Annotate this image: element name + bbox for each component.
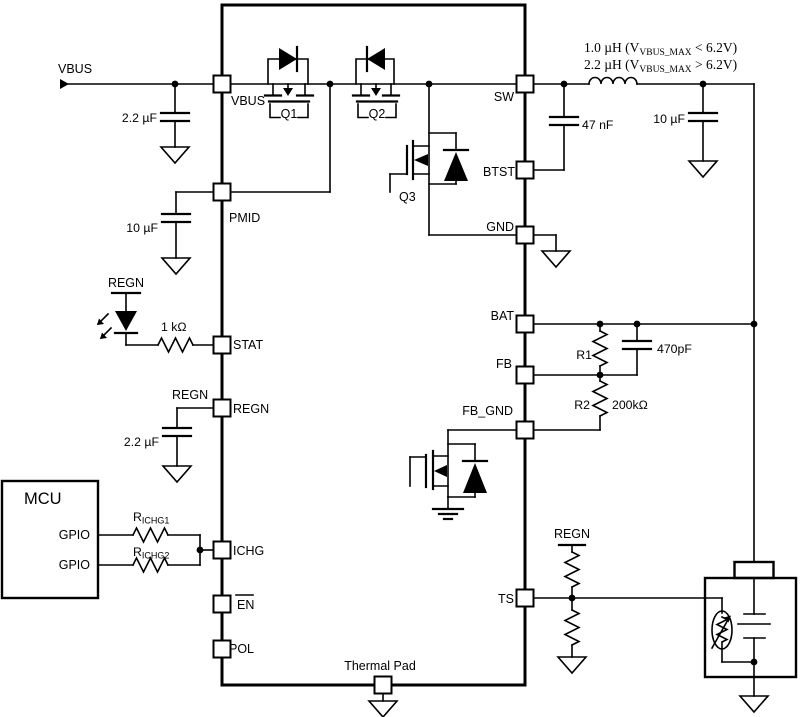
pin-pol-label: POL bbox=[229, 642, 254, 656]
led-resistor bbox=[157, 337, 194, 353]
inductor bbox=[588, 76, 638, 85]
battery-terminal-tab bbox=[733, 560, 775, 580]
junction-dot bbox=[750, 320, 758, 328]
vbus-net-label: VBUS bbox=[58, 62, 92, 76]
mcu-block: MCU GPIO GPIO RICHG1 RICHG2 bbox=[0, 479, 215, 600]
junction-dot bbox=[326, 80, 334, 88]
feedback-resistor-r1 bbox=[592, 330, 608, 367]
richg1-label: RICHG1 bbox=[133, 510, 169, 526]
richg2-label: RICHG2 bbox=[133, 545, 169, 561]
inductor-note-line2: 2.2 µH (VVBUS_MAX > 6.2V) bbox=[584, 57, 737, 75]
pin-labels: VBUS PMID STAT REGN ICHG EN POL SW BTST … bbox=[229, 90, 515, 656]
ts-network: REGN bbox=[532, 527, 723, 674]
pin-vbus-label: VBUS bbox=[231, 94, 265, 108]
pmid-cap-value: 10 µF bbox=[126, 221, 158, 235]
pin-sw-label: SW bbox=[494, 90, 514, 104]
pin-gnd bbox=[515, 225, 535, 245]
pin-pmid-label: PMID bbox=[229, 211, 260, 225]
regn-cap-value: 2.2 µF bbox=[124, 435, 160, 449]
input-cap-value: 2.2 µF bbox=[122, 111, 158, 125]
r1-label: R1 bbox=[576, 348, 592, 362]
regn-net-label: REGN bbox=[108, 276, 144, 290]
bootstrap-cap: 47 nF bbox=[533, 83, 614, 171]
pin-vbus bbox=[212, 74, 232, 94]
gnd-pin-ground bbox=[532, 234, 571, 268]
ground-symbol bbox=[557, 656, 587, 674]
pin-btst bbox=[515, 160, 535, 180]
ground-symbol bbox=[161, 257, 191, 275]
ground-symbol bbox=[688, 160, 718, 178]
status-led-branch: REGN 1 kΩ bbox=[96, 276, 215, 353]
regn-net-label: REGN bbox=[172, 388, 208, 402]
status-led bbox=[96, 311, 139, 340]
ground-symbol bbox=[541, 250, 571, 268]
pin-regn bbox=[212, 398, 232, 418]
feedback-cap bbox=[621, 339, 653, 351]
q3-label: Q3 bbox=[399, 190, 416, 204]
feedback-network: R1 470pF R2 200kΩ bbox=[532, 320, 758, 431]
pin-en bbox=[212, 594, 232, 614]
pin-fbgnd bbox=[515, 420, 535, 440]
pin-fb-label: FB bbox=[496, 357, 512, 371]
pin-en-label: EN bbox=[237, 598, 254, 612]
pin-pol bbox=[212, 639, 232, 659]
feedback-resistor-r2 bbox=[592, 380, 608, 417]
output-cap-value: 10 µF bbox=[653, 112, 685, 126]
ground-symbol bbox=[368, 700, 398, 717]
mcu-gpio2-label: GPIO bbox=[59, 558, 91, 572]
pin-bat bbox=[515, 314, 535, 334]
input-cap: 2.2 µF bbox=[122, 83, 191, 164]
pin-stat-label: STAT bbox=[233, 338, 263, 352]
q2-mosfet: Q2 bbox=[351, 45, 401, 121]
inductor-note-line1: 1.0 µH (VVBUS_MAX < 6.2V) bbox=[584, 40, 737, 58]
vbus-arrow-icon bbox=[60, 79, 69, 89]
fbgnd-mosfet bbox=[409, 429, 518, 521]
pin-ichg-label: ICHG bbox=[233, 544, 264, 558]
mcu-title: MCU bbox=[24, 490, 62, 508]
pin-ts bbox=[515, 588, 535, 608]
pin-ichg bbox=[212, 540, 232, 560]
ground-symbol bbox=[739, 695, 769, 713]
pin-pmid bbox=[212, 182, 232, 202]
q1-label: Q1 bbox=[281, 107, 298, 121]
pin-stat bbox=[212, 335, 232, 355]
q2-label: Q2 bbox=[369, 107, 386, 121]
vbus-input: VBUS bbox=[58, 62, 215, 89]
sw-output-rail: 1.0 µH (VVBUS_MAX < 6.2V) 2.2 µH (VVBUS_… bbox=[532, 40, 755, 563]
signal-ground-symbol bbox=[431, 507, 465, 521]
internal-top-rail bbox=[229, 83, 518, 193]
pin-bat-label: BAT bbox=[491, 309, 515, 323]
junction-dot bbox=[425, 80, 433, 88]
regn-cap-branch: REGN 2.2 µF bbox=[124, 388, 215, 483]
ichg-resistor-1 bbox=[132, 527, 169, 543]
ts-pullup-resistor bbox=[564, 551, 580, 588]
pin-fb bbox=[515, 365, 535, 385]
mcu-gpio1-label: GPIO bbox=[59, 528, 91, 542]
pin-sw bbox=[515, 74, 535, 94]
bootstrap-cap-value: 47 nF bbox=[582, 118, 614, 132]
junction-dot bbox=[171, 80, 179, 88]
pmid-cap: 10 µF bbox=[126, 191, 215, 275]
q3-mosfet: Q3 bbox=[389, 83, 518, 236]
pin-ts-label: TS bbox=[498, 592, 514, 606]
ground-symbol bbox=[162, 465, 192, 483]
pin-regn-label: REGN bbox=[233, 402, 269, 416]
pin-thermal-pad bbox=[373, 675, 393, 695]
pin-btst-label: BTST bbox=[483, 165, 515, 179]
r2-label: R2 bbox=[574, 398, 590, 412]
ts-pulldown-resistor bbox=[564, 609, 580, 646]
battery-pack bbox=[703, 560, 798, 713]
thermal-pad-label: Thermal Pad bbox=[344, 659, 416, 673]
ground-symbol bbox=[160, 146, 190, 164]
feedback-cap-value: 470pF bbox=[657, 342, 692, 356]
regn-net-label: REGN bbox=[554, 527, 590, 541]
battery-cell bbox=[737, 613, 771, 639]
led-resistor-value: 1 kΩ bbox=[161, 320, 187, 334]
q1-mosfet: Q1 bbox=[263, 45, 315, 121]
pin-gnd-label: GND bbox=[486, 220, 514, 234]
output-cap: 10 µF bbox=[653, 83, 719, 178]
pin-fbgnd-label: FB_GND bbox=[462, 404, 513, 418]
r2-value: 200kΩ bbox=[612, 398, 648, 412]
